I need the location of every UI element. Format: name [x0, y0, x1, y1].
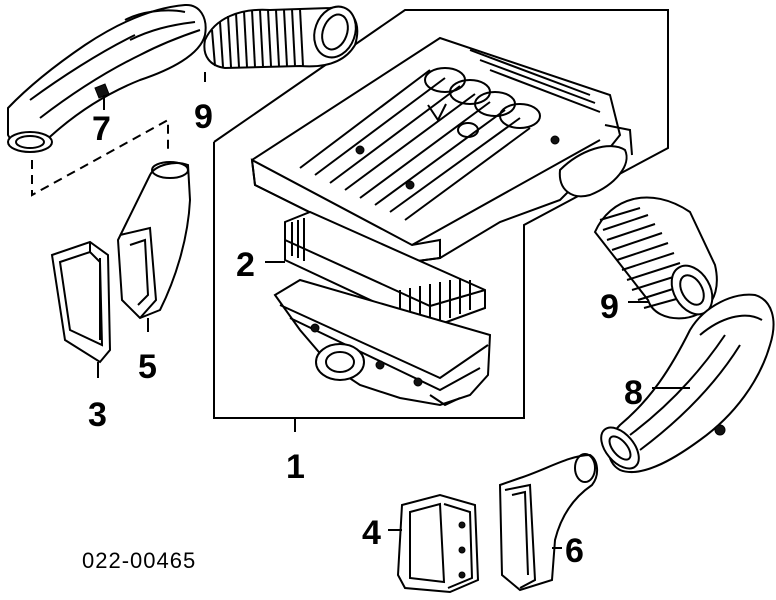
- part-9-right-corrugated-hose: [593, 196, 718, 320]
- four-rings-logo-icon: [424, 67, 541, 138]
- callout-1: 1: [286, 448, 305, 486]
- callout-9-top: 9: [194, 98, 213, 136]
- part-1-air-cleaner-housing: [273, 278, 492, 407]
- part-5-duct-adapter: [116, 161, 192, 332]
- part-6-duct-elbow: [498, 453, 598, 592]
- callout-9-right: 9: [600, 288, 619, 326]
- callout-4: 4: [362, 514, 381, 552]
- part-7-intake-duct: [7, 3, 207, 153]
- part-1-air-cleaner-cover: [250, 36, 633, 264]
- part-4-gasket: [388, 493, 480, 594]
- callout-3: 3: [88, 396, 107, 434]
- callout-2: 2: [236, 246, 255, 284]
- part-2-filter-element: [265, 210, 486, 330]
- part-3-gasket-frame: [50, 240, 112, 378]
- callout-6: 6: [565, 532, 584, 570]
- part-code: 022-00465: [82, 548, 196, 573]
- callout-5: 5: [138, 348, 157, 386]
- callout-7: 7: [92, 110, 111, 148]
- dashed-connector-7: [31, 118, 169, 197]
- callout-8: 8: [624, 374, 643, 412]
- part-8-lower-intake-duct: [600, 293, 775, 474]
- part-9-top-corrugated-hose: [203, 5, 359, 82]
